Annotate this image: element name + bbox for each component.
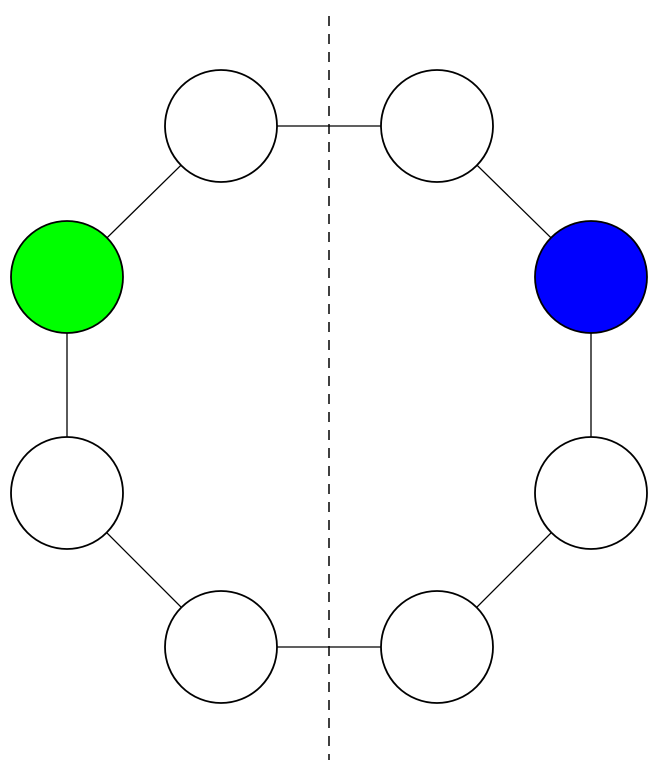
node-top-left — [164, 69, 278, 183]
node-left-upper — [10, 220, 124, 334]
node-bottom-left — [164, 590, 278, 704]
node-right-upper — [534, 220, 648, 334]
node-bottom-right — [380, 590, 494, 704]
edge-right-lower-to-bottom-right — [476, 532, 552, 608]
edge-left-upper-to-top-left — [106, 164, 182, 239]
nodes-layer — [10, 69, 648, 704]
edge-bottom-left-to-left-lower — [106, 532, 182, 608]
edge-top-right-to-right-upper — [476, 164, 552, 239]
node-left-lower — [10, 436, 124, 550]
node-right-lower — [534, 436, 648, 550]
node-top-right — [380, 69, 494, 183]
